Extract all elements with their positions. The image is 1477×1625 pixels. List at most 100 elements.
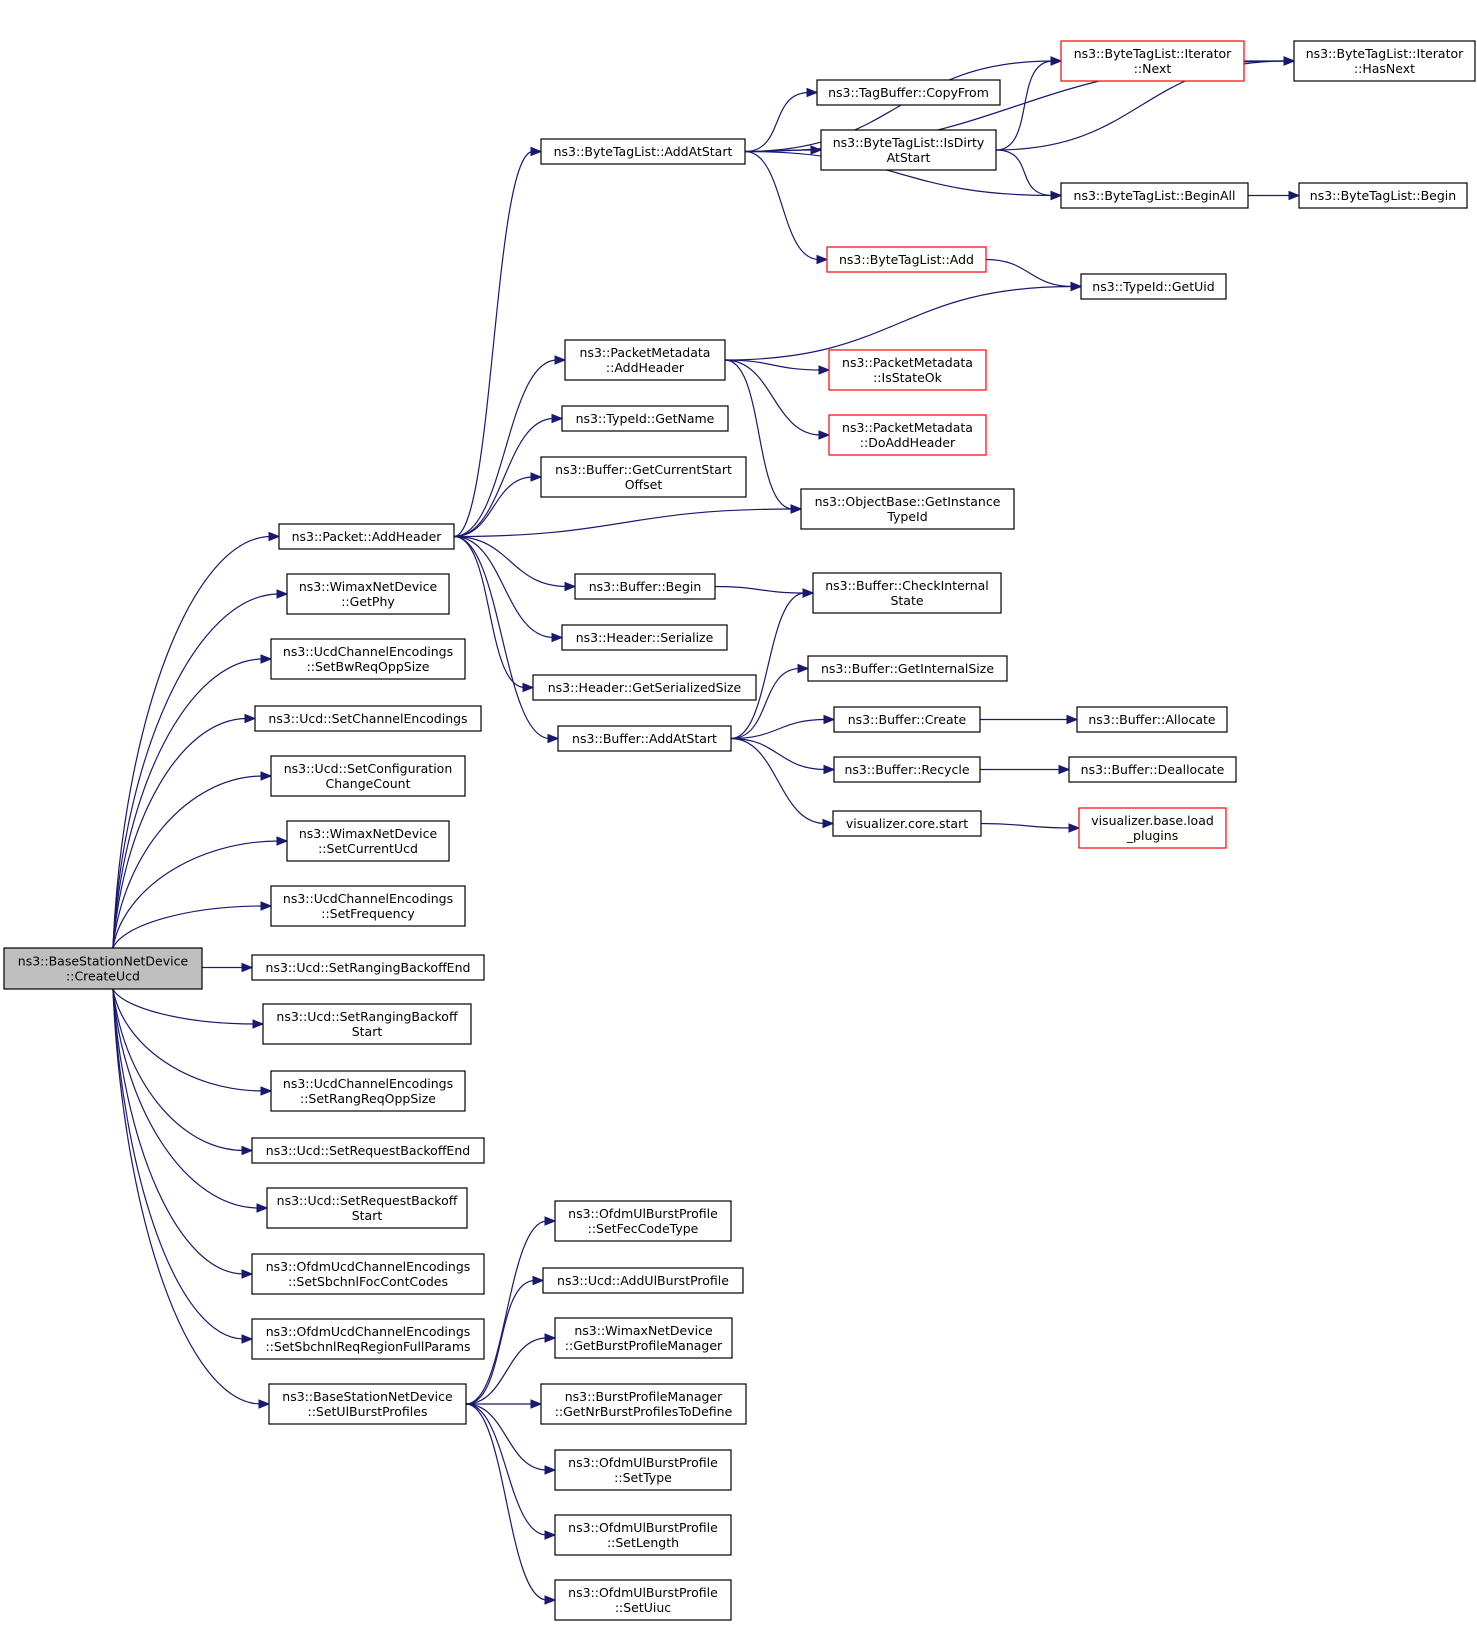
node-buf-begin[interactable]: ns3::Buffer::Begin — [574, 573, 716, 600]
node-label: ns3::ByteTagList::IsDirty — [833, 135, 985, 150]
node-label: ns3::OfdmUlBurstProfile — [568, 1206, 718, 1221]
node-ucdce-setrangreq[interactable]: ns3::UcdChannelEncodings::SetRangReqOppS… — [270, 1070, 466, 1112]
node-ofdm-setuiuc[interactable]: ns3::OfdmUlBurstProfile::SetUiuc — [554, 1579, 732, 1621]
node-typeid-getname[interactable]: ns3::TypeId::GetName — [561, 405, 729, 432]
node-label: ns3::Packet::AddHeader — [292, 529, 443, 544]
node-wimax-getbpm[interactable]: ns3::WimaxNetDevice::GetBurstProfileMana… — [554, 1317, 733, 1359]
node-btl-add[interactable]: ns3::ByteTagList::Add — [826, 246, 987, 273]
node-ucdce-setbwreq[interactable]: ns3::UcdChannelEncodings::SetBwReqOppSiz… — [270, 638, 466, 680]
node-label: ns3::WimaxNetDevice — [299, 826, 438, 841]
edge-pkt-addheader-to-hdr-serialize — [453, 535, 564, 643]
node-btl-begin[interactable]: ns3::ByteTagList::Begin — [1298, 182, 1468, 209]
node-buf-getintsize[interactable]: ns3::Buffer::GetInternalSize — [807, 655, 1008, 682]
node-hdr-serialize[interactable]: ns3::Header::Serialize — [561, 624, 728, 651]
node-label: ns3::Ucd::SetRangingBackoff — [276, 1009, 458, 1024]
node-label: ns3::Buffer::Create — [848, 712, 967, 727]
node-label: State — [890, 593, 923, 608]
node-label: ns3::TagBuffer::CopyFrom — [828, 85, 989, 100]
node-buf-allocate[interactable]: ns3::Buffer::Allocate — [1076, 706, 1228, 733]
node-ofdm-setfec[interactable]: ns3::OfdmUlBurstProfile::SetFecCodeType — [554, 1200, 732, 1242]
arrowhead-icon — [530, 146, 543, 157]
node-label: visualizer.core.start — [846, 816, 968, 831]
edge-bs-setulburst-to-ofdm-setlength — [465, 1403, 557, 1540]
node-label: ns3::UcdChannelEncodings — [283, 644, 453, 659]
node-label: ns3::ObjectBase::GetInstance — [815, 494, 1001, 509]
node-ofdmce-setfoc[interactable]: ns3::OfdmUcdChannelEncodings::SetSbchnlF… — [251, 1253, 485, 1295]
node-ucd-setrangend[interactable]: ns3::Ucd::SetRangingBackoffEnd — [251, 954, 485, 981]
arrowhead-icon — [790, 504, 803, 514]
node-pm-addheader[interactable]: ns3::PacketMetadata::AddHeader — [564, 339, 726, 381]
arrowhead-icon — [544, 1465, 557, 1475]
node-box — [270, 1070, 466, 1112]
node-label: Start — [352, 1208, 383, 1223]
node-bs-setulburst[interactable]: ns3::BaseStationNetDevice::SetUlBurstPro… — [268, 1383, 467, 1425]
edge-line — [995, 60, 1054, 151]
node-wimax-getphy[interactable]: ns3::WimaxNetDevice::GetPhy — [286, 573, 450, 615]
node-ucd-addulburst[interactable]: ns3::Ucd::AddUlBurstProfile — [542, 1267, 744, 1294]
arrowhead-icon — [818, 365, 831, 375]
node-ucd-setchanenc[interactable]: ns3::Ucd::SetChannelEncodings — [254, 705, 482, 732]
node-label: ns3::ByteTagList::AddAtStart — [554, 144, 733, 159]
node-btl-beginall[interactable]: ns3::ByteTagList::BeginAll — [1060, 182, 1249, 209]
edge-line — [112, 988, 245, 1275]
edge-line — [112, 840, 280, 949]
node-buf-recycle[interactable]: ns3::Buffer::Recycle — [833, 756, 981, 783]
edge-line — [453, 535, 555, 639]
node-buf-addatstart[interactable]: ns3::Buffer::AddAtStart — [557, 725, 732, 752]
arrowhead-icon — [1068, 823, 1081, 833]
edge-pkt-addheader-to-buf-addatstart — [453, 535, 560, 744]
node-label: ns3::TypeId::GetUid — [1092, 279, 1214, 294]
node-hdr-getsersize[interactable]: ns3::Header::GetSerializedSize — [532, 674, 757, 701]
node-label: ns3::BaseStationNetDevice — [282, 1389, 453, 1404]
node-box — [833, 756, 981, 783]
edge-line — [744, 60, 1054, 153]
node-tagbuf-copyfrom[interactable]: ns3::TagBuffer::CopyFrom — [816, 79, 1001, 106]
node-ucd-setreqend[interactable]: ns3::Ucd::SetRequestBackoffEnd — [251, 1137, 485, 1164]
node-box — [554, 1449, 732, 1491]
node-btl-addatstart[interactable]: ns3::ByteTagList::AddAtStart — [540, 138, 746, 165]
node-box — [268, 1383, 467, 1425]
node-box — [251, 954, 485, 981]
node-root[interactable]: ns3::BaseStationNetDevice::CreateUcd — [3, 947, 203, 990]
node-buf-dealloc[interactable]: ns3::Buffer::Deallocate — [1068, 756, 1237, 783]
node-wimax-setcurucd[interactable]: ns3::WimaxNetDevice::SetCurrentUcd — [286, 820, 450, 862]
node-box — [542, 1267, 744, 1294]
arrowhead-icon — [532, 1275, 545, 1286]
node-typeid-getuid[interactable]: ns3::TypeId::GetUid — [1080, 273, 1227, 300]
node-btl-it-hasnext[interactable]: ns3::ByteTagList::Iterator::HasNext — [1293, 40, 1476, 82]
node-pm-doaddheader[interactable]: ns3::PacketMetadata::DoAddHeader — [828, 414, 987, 456]
node-label: ::GetPhy — [341, 594, 395, 609]
node-ucdce-setfreq[interactable]: ns3::UcdChannelEncodings::SetFrequency — [270, 885, 466, 927]
node-pm-isstateok[interactable]: ns3::PacketMetadata::IsStateOk — [828, 349, 987, 391]
edge-line — [730, 667, 801, 740]
node-label: ns3::PacketMetadata — [580, 345, 711, 360]
node-box — [807, 655, 1008, 682]
node-ofdmce-setreqreg[interactable]: ns3::OfdmUcdChannelEncodings::SetSbchnlR… — [251, 1318, 485, 1360]
node-label: ns3::OfdmUcdChannelEncodings — [266, 1324, 471, 1339]
node-btl-it-next[interactable]: ns3::ByteTagList::Iterator::Next — [1060, 40, 1245, 82]
arrowhead-icon — [544, 1333, 557, 1343]
node-bpm-getnr[interactable]: ns3::BurstProfileManager::GetNrBurstProf… — [540, 1383, 747, 1425]
node-pkt-addheader[interactable]: ns3::Packet::AddHeader — [278, 523, 455, 550]
arrowhead-icon — [276, 589, 289, 599]
arrowhead-icon — [822, 818, 835, 829]
node-buf-create[interactable]: ns3::Buffer::Create — [833, 706, 981, 733]
node-box — [557, 725, 732, 752]
edge-root-to-ucdce-setbwreq — [112, 654, 273, 949]
node-vis-loadplugins[interactable]: visualizer.base.load_plugins — [1078, 807, 1227, 849]
edge-pm-addheader-to-ob-getinst — [724, 359, 803, 514]
node-ofdm-settype[interactable]: ns3::OfdmUlBurstProfile::SetType — [554, 1449, 732, 1491]
node-label: visualizer.base.load — [1091, 813, 1214, 828]
node-box — [266, 1187, 468, 1229]
edge-root-to-ucdce-setrangreq — [112, 988, 273, 1096]
node-box — [564, 339, 726, 381]
node-ofdm-setlength[interactable]: ns3::OfdmUlBurstProfile::SetLength — [554, 1514, 732, 1556]
node-vis-start[interactable]: visualizer.core.start — [832, 810, 982, 837]
